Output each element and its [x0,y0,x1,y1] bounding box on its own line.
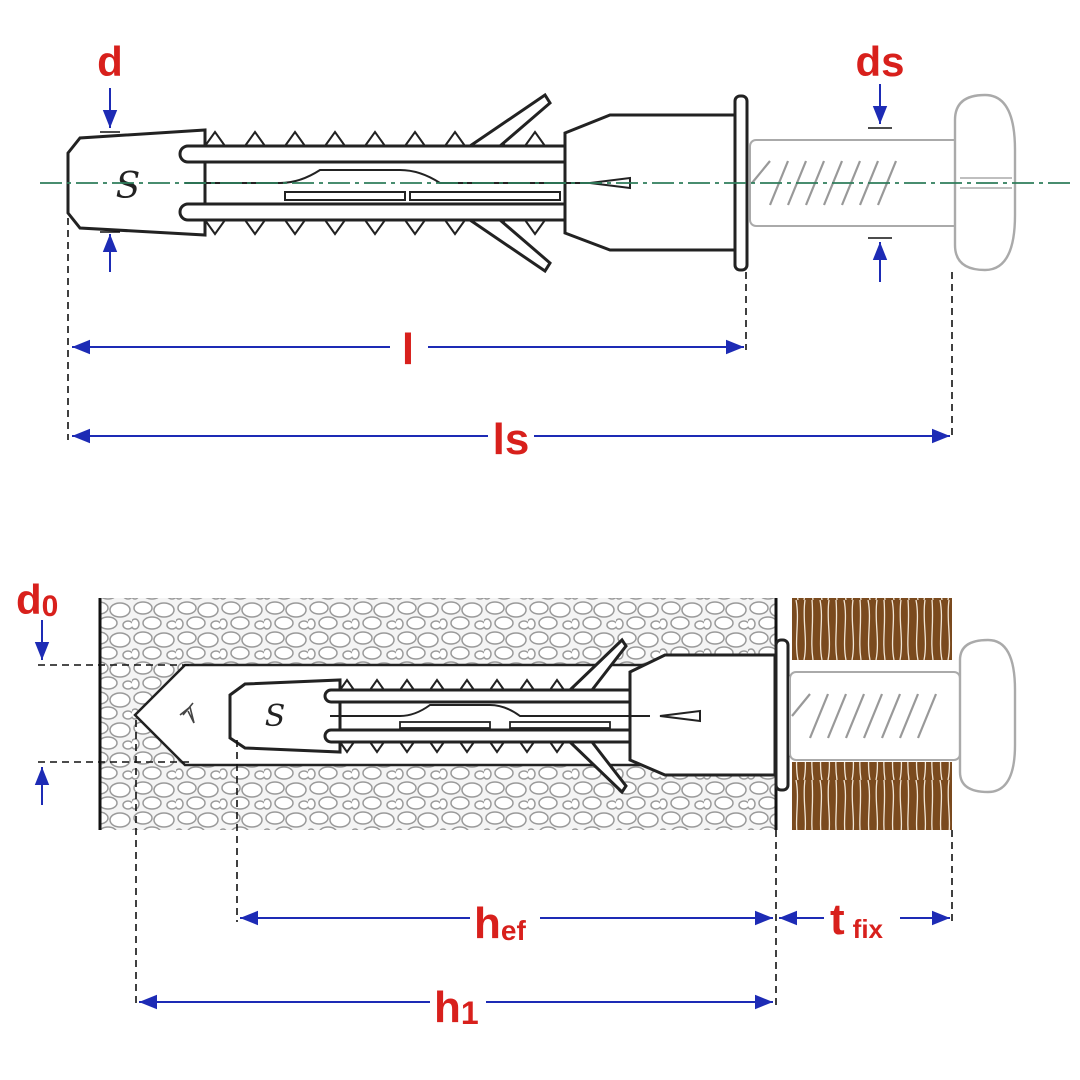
label-h1-sub: 1 [461,995,479,1031]
anchor-mark: S [116,166,141,207]
dimension-d: d [97,38,123,272]
screw-head [958,638,1017,794]
svg-text:d0: d0 [16,576,58,623]
wall-plug: S [66,92,749,274]
svg-text:hef: hef [474,899,526,948]
dimension-ds: ds [855,38,905,282]
label-d: d [97,38,123,85]
anchor-mark: S [265,699,286,734]
label-tfix-main: t [830,895,845,944]
svg-text:h1: h1 [434,983,479,1032]
label-ls: ls [493,415,530,464]
top-anchor-view: S d ds l [40,38,1075,464]
dimension-hef: hef [240,899,773,948]
label-tfix-sub: fix [853,914,884,944]
wall-plug-installed: S [179,637,790,795]
dimension-ls: ls [72,415,950,464]
dimension-h1: h1 [139,983,773,1032]
dimension-l: l [72,325,744,374]
label-d0-sub: 0 [42,590,59,623]
fixture-wood-bottom [792,762,952,830]
label-hef-main: h [474,899,501,948]
dimension-d0: d0 [16,576,190,805]
label-d0-main: d [16,576,42,623]
fixture-wood-top [792,598,952,660]
label-hef-sub: ef [501,915,527,946]
label-h1-main: h [434,983,461,1032]
screw-installed [789,638,1017,794]
label-ds: ds [855,38,904,85]
label-l: l [402,325,414,374]
plug-collar [774,638,790,792]
